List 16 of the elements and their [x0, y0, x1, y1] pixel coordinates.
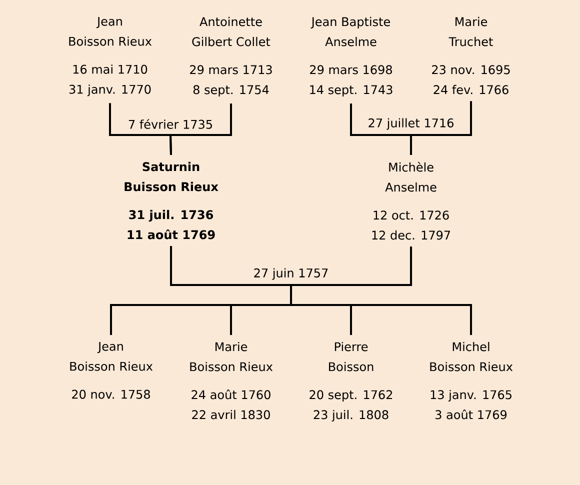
person-entry: Michel Boisson Rieux 13 janv. 1765 3 août 1769 — [430, 342, 513, 420]
marriage-date: 27 juin 1757 — [251, 266, 331, 282]
person-entry: Pierre Boisson 20 sept. 1762 23 juil. 1808 — [310, 342, 392, 422]
person-entry: Saturnin Buisson Rieux 31 juil. 1736 11 août 1769 — [124, 162, 218, 240]
marriage-date: 27 juillet 1716 — [366, 116, 456, 132]
person-entry: Antoinette Gilbert Collet 29 mars 1713 8 sept. 1754 — [190, 16, 272, 97]
family-line — [410, 101, 472, 155]
family-line — [290, 246, 472, 335]
person-entry: Marie Truchet 23 nov. 1695 24 fev. 1766 — [432, 16, 510, 94]
marriage-date: 7 février 1735 — [126, 117, 216, 131]
person-entry: Marie Boisson Rieux 24 août 1760 22 avril 1830 — [190, 342, 273, 420]
person-entry: Michèle Anselme 12 oct. 1726 12 dec. 1797 — [372, 162, 450, 240]
family-line — [169, 103, 232, 156]
person-entry: Jean Baptiste Anselme 29 mars 1698 14 sept. 1743 — [310, 16, 392, 97]
person-entry: Jean Boisson Rieux 20 nov. 1758 — [70, 342, 153, 399]
person-entry: Jean Boisson Rieux 16 mai 1710 31 janv. 1770 — [69, 16, 152, 96]
